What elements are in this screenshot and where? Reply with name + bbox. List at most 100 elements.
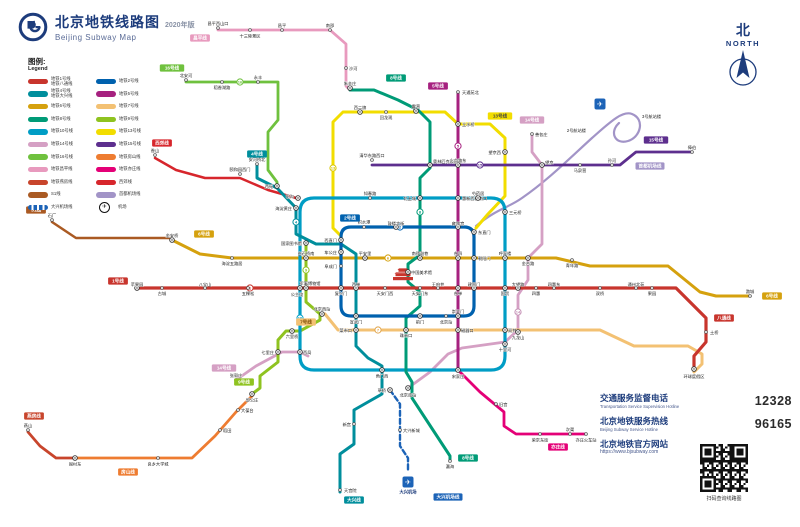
station-label: 善各庄: [535, 131, 548, 138]
station-label: 复兴门: [335, 290, 348, 297]
legend-item: 地铁2号线: [96, 75, 162, 88]
line-number-text: 16: [238, 80, 243, 85]
hotline-label-cn: 北京地铁官方网站: [600, 438, 669, 449]
qr-module: [738, 453, 742, 456]
qr-module: [729, 457, 732, 460]
station-label: 石厂: [48, 213, 56, 219]
qr-module: [727, 444, 730, 447]
qr-module: [741, 448, 744, 451]
line-terminal-badge-label: 昌平线: [193, 35, 207, 42]
line-number-text: 14: [516, 310, 521, 315]
qr-module: [709, 471, 712, 474]
line-terminal-badge-label: 7号线: [300, 319, 312, 326]
station-label: 双井: [508, 327, 516, 334]
legend-item-label: 地铁16号线: [51, 153, 73, 159]
qr-module: [727, 478, 730, 481]
station-label: 3号航站楼: [642, 113, 661, 120]
interchange-station-center: [419, 197, 421, 199]
qr-module: [745, 469, 748, 472]
interchange-station-center: [355, 315, 357, 317]
legend-item-label: 地铁6号线: [51, 103, 71, 109]
qr-module: [743, 469, 746, 472]
qr-module: [711, 464, 714, 467]
qr-module: [727, 469, 730, 472]
qr-module: [720, 462, 723, 465]
interchange-station-center: [504, 151, 506, 153]
qr-module: [722, 448, 726, 451]
legend-item: 地铁13号线: [96, 126, 162, 139]
airplane-glyph: ✈: [597, 101, 603, 108]
qr-module: [702, 462, 705, 465]
qr-module: [709, 480, 712, 483]
station-label: 巴沟: [286, 193, 294, 200]
qr-module: [704, 482, 707, 486]
qr-module: [732, 444, 735, 447]
qr-module: [716, 450, 719, 454]
legend-item-label: 地铁15号线: [119, 141, 141, 147]
qr-module: [709, 453, 712, 456]
station-label: 东四: [454, 250, 462, 256]
qr-module: [725, 469, 728, 472]
line-number-marker: [302, 266, 310, 274]
legend-item: 地铁14号线: [28, 138, 96, 151]
qr-module: [741, 487, 744, 490]
line-number-text: 15: [478, 163, 483, 168]
qr-module: [736, 453, 739, 456]
line-number-marker: [384, 254, 392, 262]
line-terminal-badge-label: 西郊线: [155, 140, 169, 147]
qr-module: [738, 457, 742, 460]
line-number-text: 6: [387, 256, 390, 261]
map-header: 北京地铁线路图 2020年版 Beijing Subway Map: [18, 12, 195, 42]
station-label: 回龙观: [380, 114, 393, 121]
qr-module: [704, 444, 707, 447]
qr-module: [736, 487, 739, 490]
qr-module: [720, 466, 723, 470]
station-dot: [248, 28, 252, 32]
qr-module: [727, 489, 730, 492]
station-dot: [339, 264, 343, 268]
qr-module: [720, 480, 723, 483]
qr-module: [711, 460, 714, 463]
line-number-text: 4: [295, 220, 298, 225]
line-terminal-badge: [386, 74, 406, 82]
qr-module: [738, 460, 742, 463]
qr-module: [745, 444, 748, 447]
qr-module: [700, 489, 703, 492]
qr-module: [704, 450, 707, 454]
station-label: 八宝山: [199, 281, 212, 288]
qr-module: [738, 444, 742, 447]
qr-module: [745, 460, 748, 463]
qr-module: [709, 476, 712, 479]
compass: 北 NORTH: [714, 20, 772, 93]
station-label: 次渠: [566, 426, 575, 433]
interchange-station-center: [407, 387, 409, 389]
qr-module: [725, 464, 728, 467]
station-label: 金台路: [522, 260, 535, 267]
station-label: 清华东路西口: [359, 152, 384, 159]
qr-module: [732, 446, 735, 449]
hotline-label-en[interactable]: https://www.bjsubway.com: [600, 449, 659, 456]
station-label: 瀛海: [446, 463, 455, 470]
line-terminal-badge: [118, 468, 138, 476]
qr-module: [706, 457, 710, 460]
qr-module: [725, 473, 728, 476]
qr-module: [745, 487, 748, 490]
line-color-swatch: [28, 204, 48, 211]
qr-module: [700, 487, 703, 490]
qr-module: [738, 473, 742, 476]
qr-module: [738, 464, 742, 467]
interchange-station-center: [473, 257, 475, 259]
qr-module: [706, 476, 710, 479]
qr-module: [713, 446, 716, 449]
station-label: 九龙山: [512, 334, 525, 341]
qr-module: [722, 485, 726, 488]
station-label: 阜成门: [324, 263, 337, 270]
line-terminal-badge-label: 14号线: [217, 365, 232, 372]
compass-icon: [729, 50, 757, 86]
qr-module: [720, 453, 723, 456]
qr-module: [706, 489, 710, 492]
station-label: 平安里: [359, 250, 372, 257]
line-number-text: 7: [377, 328, 380, 333]
station-label: 建国门: [468, 281, 481, 288]
qr-module: [734, 464, 737, 467]
